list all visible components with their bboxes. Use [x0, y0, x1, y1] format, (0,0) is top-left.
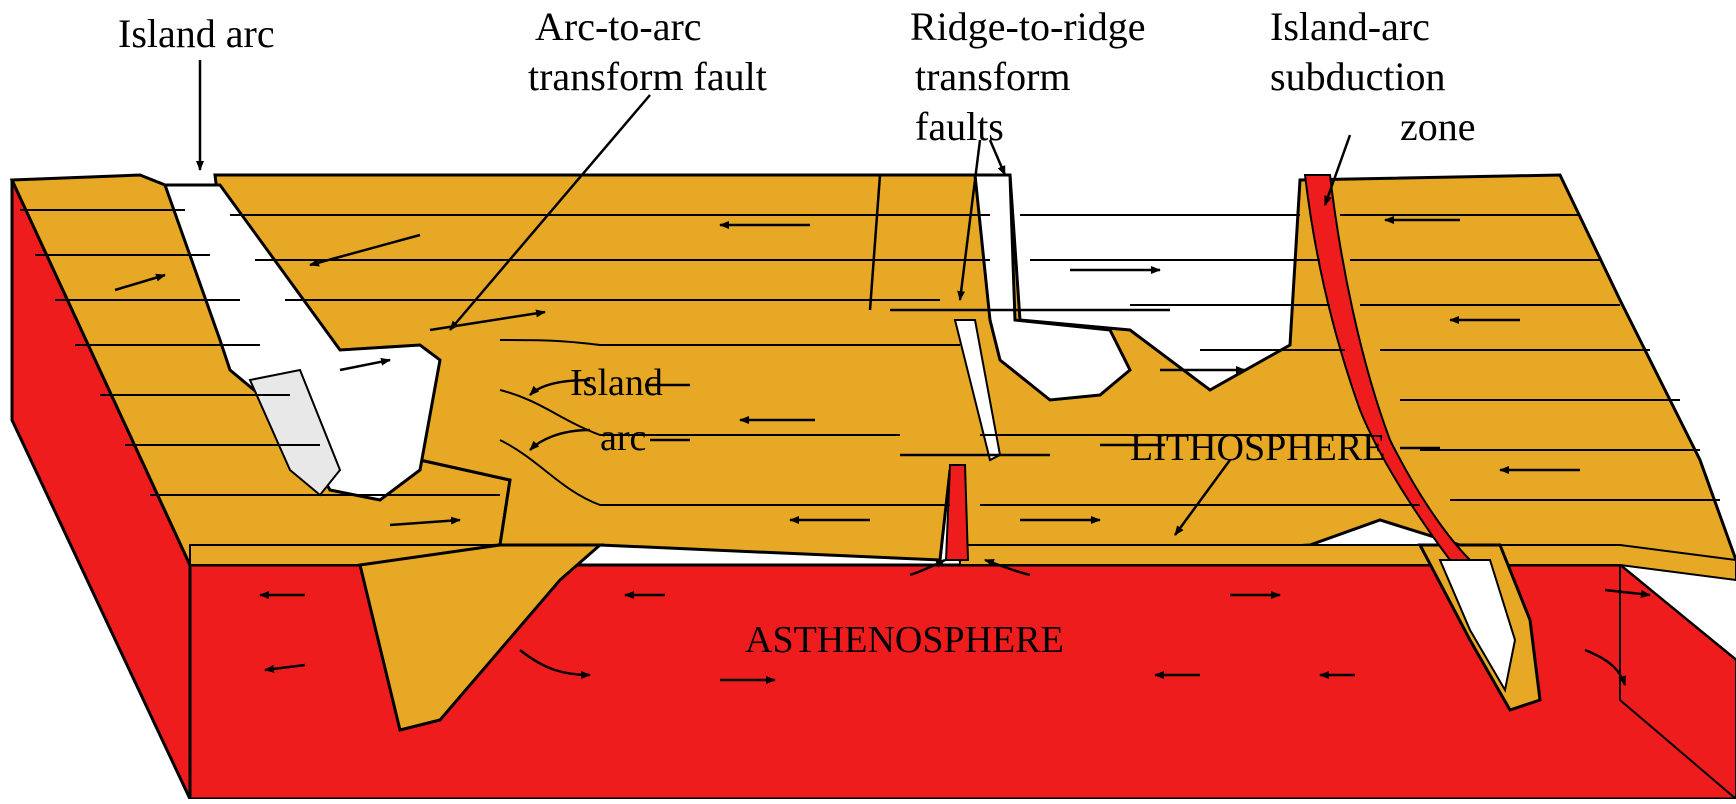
- subduction-label-line3: zone: [1400, 104, 1476, 149]
- arc-to-arc-label-line2: transform fault: [528, 54, 767, 99]
- subduction-label-line2: subduction: [1270, 54, 1446, 99]
- ridge-label-line1: Ridge-to-ridge: [910, 4, 1146, 49]
- asthenosphere-label: ASTHENOSPHERE: [745, 619, 1064, 661]
- lithosphere-label: LITHOSPHERE: [1130, 427, 1385, 469]
- ridge-label-line2: transform: [915, 54, 1071, 99]
- island-arc-top-label: Island arc: [118, 11, 275, 56]
- ridge-gap: [946, 465, 968, 560]
- ridge-label-line3: faults: [915, 104, 1004, 149]
- arc-to-arc-label-line1: Arc-to-arc: [535, 4, 702, 49]
- island-arc-mid-label-line1: Island: [570, 362, 663, 404]
- island-arc-mid-label-line2: arc: [600, 417, 646, 459]
- subduction-label-line1: Island-arc: [1270, 4, 1430, 49]
